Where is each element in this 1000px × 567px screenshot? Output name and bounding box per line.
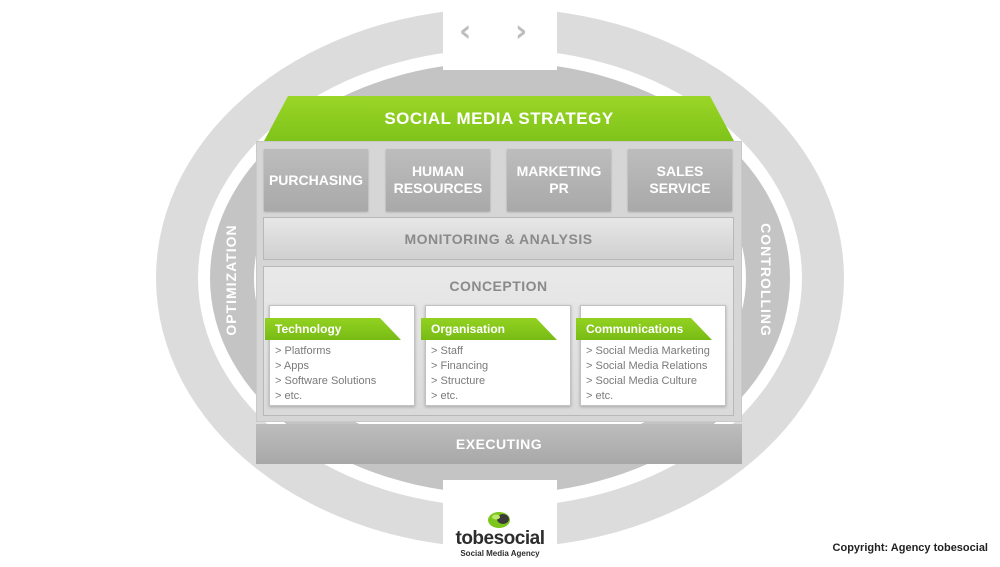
controlling-label: CONTROLLING: [758, 223, 774, 337]
list-item: > Platforms: [275, 345, 331, 357]
card-technology: Technology > Platforms > Apps > Software…: [265, 305, 415, 406]
logo-wordmark: tobesocial: [455, 528, 545, 549]
optimization-label: OPTIMIZATION: [223, 224, 239, 336]
chevron-right-icon: ›: [515, 14, 528, 49]
list-item: > Social Media Relations: [586, 360, 708, 372]
card-title: Organisation: [421, 318, 557, 340]
list-item: > Apps: [275, 360, 309, 372]
list-item: > Social Media Culture: [586, 375, 697, 387]
card-organisation: Organisation > Staff > Financing > Struc…: [421, 305, 571, 406]
list-item: > Software Solutions: [275, 375, 377, 387]
logo-tagline: Social Media Agency: [460, 549, 540, 558]
chevron-left-icon: ‹: [459, 14, 472, 49]
conception-title: CONCEPTION: [449, 278, 548, 294]
list-item: > etc.: [431, 390, 459, 402]
list-item: > Social Media Marketing: [586, 345, 710, 357]
list-item: > Financing: [431, 360, 489, 372]
department-human-resources: HUMAN RESOURCES: [386, 149, 490, 211]
list-item: > Structure: [431, 375, 486, 387]
list-item: > etc.: [586, 390, 614, 402]
card-title: Communications: [576, 318, 712, 340]
list-item: > etc.: [275, 390, 303, 402]
monitoring-analysis-bar: MONITORING & ANALYSIS: [263, 217, 734, 260]
card-title: Technology: [265, 318, 401, 340]
executing-bar: EXECUTING: [256, 424, 742, 464]
list-item: > Staff: [431, 345, 463, 357]
department-marketing-pr: MARKETING PR: [507, 149, 611, 211]
tobesocial-logo-mark-icon: [488, 512, 510, 528]
department-purchasing: PURCHASING: [264, 149, 368, 211]
tobesocial-logo: tobesocial Social Media Agency: [447, 506, 553, 560]
copyright-text: Copyright: Agency tobesocial: [832, 542, 988, 554]
department-sales-service: SALES SERVICE: [628, 149, 732, 211]
card-communications: Communications > Social Media Marketing …: [576, 305, 726, 406]
social-media-strategy-banner: SOCIAL MEDIA STRATEGY: [264, 96, 734, 141]
